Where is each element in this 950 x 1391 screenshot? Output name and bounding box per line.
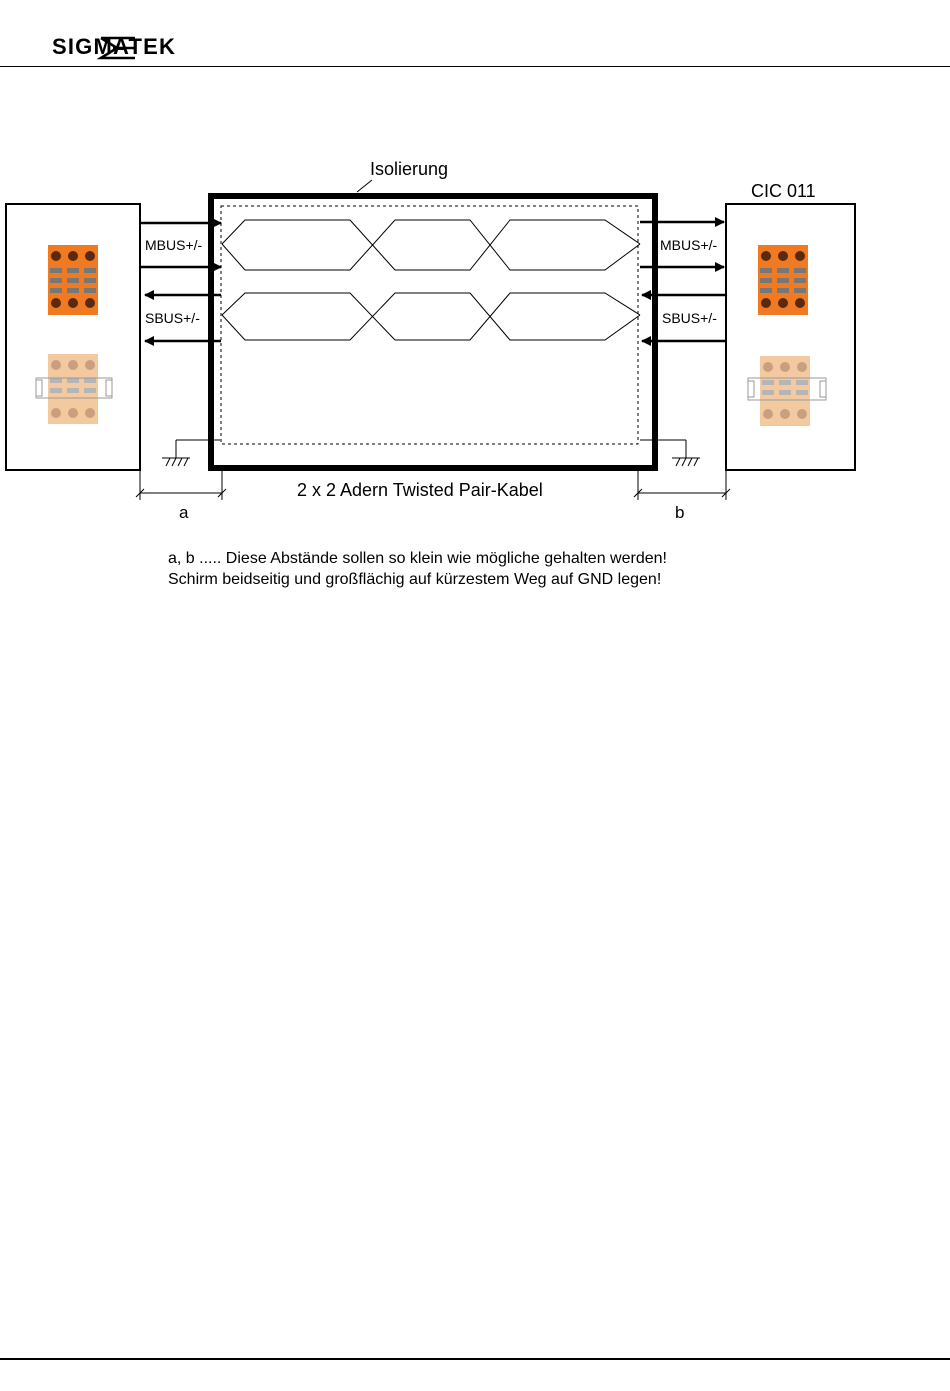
left-terminal-orange bbox=[48, 245, 98, 315]
footer-divider bbox=[0, 1358, 950, 1360]
wiring-diagram: Isolierung CIC 011 MBUS+/- SBUS+/- MBUS+… bbox=[0, 150, 900, 530]
twisted-pair-mbus bbox=[222, 220, 640, 270]
note-shield: Schirm beidseitig und großflächig auf kü… bbox=[168, 571, 661, 589]
dimension-a-label: a bbox=[179, 503, 189, 522]
dimension-b bbox=[634, 470, 730, 500]
twisted-pair-sbus bbox=[222, 293, 640, 340]
sbus-label-right: SBUS+/- bbox=[662, 310, 717, 326]
dimension-b-label: b bbox=[675, 503, 684, 522]
right-terminal-orange bbox=[758, 245, 808, 315]
dimension-a bbox=[136, 470, 226, 500]
note-distances: a, b ..... Diese Abstände sollen so klei… bbox=[168, 550, 667, 568]
sbus-label-left: SBUS+/- bbox=[145, 310, 200, 326]
device-right-label: CIC 011 bbox=[751, 181, 816, 201]
right-device-box bbox=[726, 204, 855, 470]
insulation-outline bbox=[221, 206, 638, 444]
page-header: SIGMATEK bbox=[0, 0, 950, 70]
insulation-label: Isolierung bbox=[370, 159, 448, 179]
left-device-box bbox=[6, 204, 140, 470]
brand-name: SIGMATEK bbox=[52, 34, 176, 60]
mbus-label-right: MBUS+/- bbox=[660, 237, 718, 253]
ground-right-icon bbox=[640, 440, 700, 466]
header-divider bbox=[0, 66, 950, 67]
cable-label: 2 x 2 Adern Twisted Pair-Kabel bbox=[297, 480, 543, 500]
insulation-leader bbox=[357, 180, 372, 192]
cable-shield bbox=[211, 196, 655, 468]
mbus-label-left: MBUS+/- bbox=[145, 237, 203, 253]
